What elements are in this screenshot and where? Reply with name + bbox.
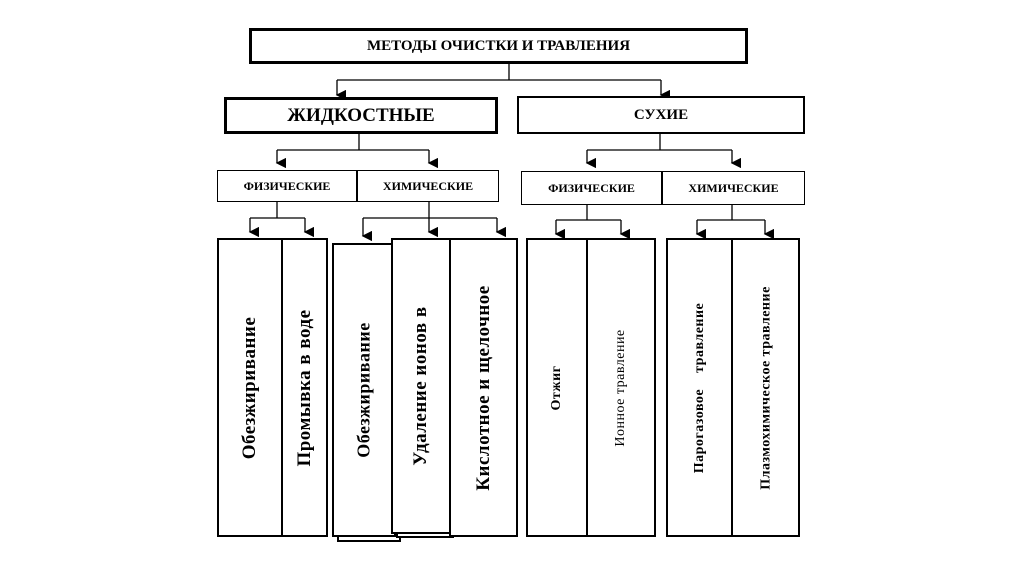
method-column: Кислотное и щелочное	[449, 238, 518, 537]
method-label: Удаление ионов в	[410, 306, 431, 466]
method-column: Обезжиривание	[217, 238, 283, 537]
method-label: Кислотное и щелочное	[472, 284, 494, 491]
liquid-physical-label: ФИЗИЧЕСКИЕ	[243, 178, 331, 193]
liquid-box: ЖИДКОСТНЫЕ	[224, 97, 498, 134]
method-label: Плазмохимическое травление	[757, 285, 773, 490]
method-column: Обезжиривание	[332, 243, 396, 537]
dry-chemical-label: ХИМИЧЕСКИЕ	[688, 180, 779, 195]
method-label: Ионное травление	[613, 328, 628, 447]
liquid-chemical-label: ХИМИЧЕСКИЕ	[382, 178, 474, 193]
method-label: Отжиг	[549, 364, 564, 411]
method-label: Обезжиривание	[239, 316, 260, 459]
dry-physical-label: ФИЗИЧЕСКИЕ	[548, 180, 635, 195]
dry-chemical-box: ХИМИЧЕСКИЕ	[662, 171, 805, 205]
method-label: Обезжиривание	[353, 322, 374, 458]
method-column: Промывка в воде	[281, 238, 328, 537]
method-column: Ионное травление	[586, 238, 656, 537]
dry-box: СУХИЕ	[517, 96, 805, 134]
method-label: Парогазовое травление	[691, 302, 707, 473]
title-label: МЕТОДЫ ОЧИСТКИ И ТРАВЛЕНИЯ	[366, 37, 631, 54]
liquid-chemical-box: ХИМИЧЕСКИЕ	[357, 170, 499, 202]
liquid-label: ЖИДКОСТНЫЕ	[287, 104, 435, 126]
method-column: Отжиг	[526, 238, 588, 537]
method-column: Плазмохимическое травление	[731, 238, 800, 537]
liquid-physical-box: ФИЗИЧЕСКИЕ	[217, 170, 357, 202]
method-column: Парогазовое травление	[666, 238, 733, 537]
title-box: МЕТОДЫ ОЧИСТКИ И ТРАВЛЕНИЯ	[249, 28, 748, 64]
method-column: Удаление ионов в	[391, 238, 451, 534]
dry-label: СУХИЕ	[633, 106, 689, 123]
method-label: Промывка в воде	[293, 308, 315, 467]
dry-physical-box: ФИЗИЧЕСКИЕ	[521, 171, 662, 205]
